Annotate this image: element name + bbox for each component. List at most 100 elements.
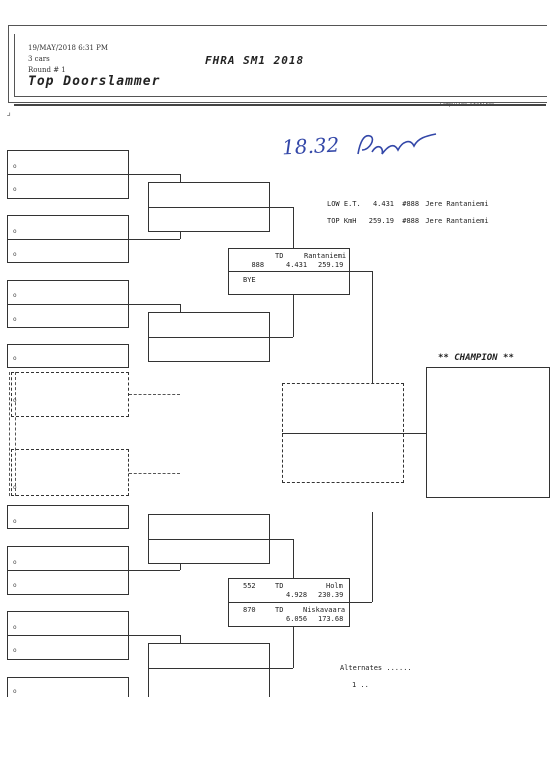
connector [129,304,180,305]
bracket-slot-5 [11,449,129,496]
connector [180,304,181,312]
connector [129,473,180,474]
entry-552-et: 4.928 [286,591,308,599]
entry-888-et: 4.431 [286,261,308,269]
slot-marker: o [13,355,17,362]
connector [129,174,180,175]
bracket-slot-4 [7,344,129,368]
slot-marker: o [13,292,17,299]
record-top-kmh-value: 259.19 [368,217,395,225]
connector [293,539,294,578]
record-low-et-driver: Jere Rantaniemi [425,200,489,208]
connector [180,174,181,182]
dashed-guide [9,372,10,496]
slot-marker: o [13,251,17,258]
slot-divider [148,207,270,208]
handwritten-signature [357,133,437,155]
entry-bye: BYE [243,276,256,284]
slot-marker: o [13,228,17,235]
slot-marker: o [13,624,17,631]
alternates-first: 1 .. [352,681,369,689]
entry-888-number: 888 [251,261,265,269]
connector [180,635,181,643]
connector [350,602,372,603]
slot-divider [7,174,129,175]
connector [270,539,293,540]
slot-divider [7,570,129,571]
slot-divider [7,635,129,636]
connector [129,239,180,240]
connector [129,394,180,395]
entry-888-speed: 259.19 [318,261,344,269]
slot-marker: o [13,559,17,566]
record-low-et: LOW E.T. 4.431 #888 Jere Rantaniemi [327,200,489,209]
slot-marker: o [13,647,17,654]
entry-552-speed: 230.39 [318,591,344,599]
handwritten-time: 18.32 [281,132,340,160]
slot-marker: o [13,518,17,525]
connector [372,271,373,383]
dashed-guide [15,372,16,496]
connector [180,231,181,239]
entry-888-driver: Rantaniemi [304,252,347,260]
record-low-et-label: LOW E.T. [327,200,361,208]
round2-slot-4 [148,643,270,697]
slot-divider [7,239,129,240]
connector [350,271,372,272]
slot-marker: o [13,484,17,491]
record-top-kmh-driver: Jere Rantaniemi [425,217,489,225]
connector [270,337,293,338]
header-cars: 3 cars [28,55,50,63]
entry-870-number: 870 [243,606,256,614]
connector [293,207,294,248]
final-divider [282,433,404,434]
record-top-kmh-number: #888 [402,217,420,225]
slot-divider [148,668,270,669]
bracket-slot-8 [7,677,129,697]
class-title: Top Doorslammer [28,74,161,89]
header-frame-inner [14,34,547,97]
slot-divider [228,271,350,272]
record-low-et-value: 4.431 [372,200,395,208]
corner-mark: ⌟ [6,108,12,118]
entry-888-class: TD [275,252,284,260]
event-title: FHRA SM1 2018 [205,54,305,67]
header-date-time: 19/MAY/2018 6:31 PM [28,44,109,52]
slot-marker: o [13,688,17,695]
slot-marker: o [13,582,17,589]
record-top-kmh-label: TOP KmH [327,217,357,225]
connector [372,512,373,602]
entry-552-driver: Holm [326,582,343,590]
entry-870-speed: 173.68 [318,615,344,623]
connector [293,295,294,337]
entry-870-driver: Niskavaara [303,606,346,614]
slot-divider [7,304,129,305]
connector [129,570,180,571]
record-low-et-number: #888 [402,200,420,208]
slot-marker: o [13,163,17,170]
connector [180,562,181,570]
header-round: Round # 1 [28,66,66,74]
entry-870-class: TD [275,606,284,614]
software-label: Compulink StarTrak [440,102,495,108]
slot-divider [228,602,350,603]
entry-870-et: 6.056 [286,615,308,623]
connector [270,668,293,669]
entry-552-class: TD [275,582,284,590]
slot-marker: o [13,397,17,404]
alternates-label: Alternates ...... [340,664,412,672]
slot-divider [148,337,270,338]
entry-552-number: 552 [243,582,256,590]
slot-marker: o [13,316,17,323]
record-top-kmh: TOP KmH 259.19 #888 Jere Rantaniemi [327,217,489,226]
connector [129,635,180,636]
bracket-slot-5b [7,505,129,529]
slot-divider [148,539,270,540]
connector [293,627,294,668]
connector [404,433,426,434]
slot-marker: o [13,186,17,193]
connector [270,207,293,208]
header-rule [14,104,546,106]
champion-title: ** CHAMPION ** [438,353,514,363]
bracket-slot-4b [11,372,129,417]
